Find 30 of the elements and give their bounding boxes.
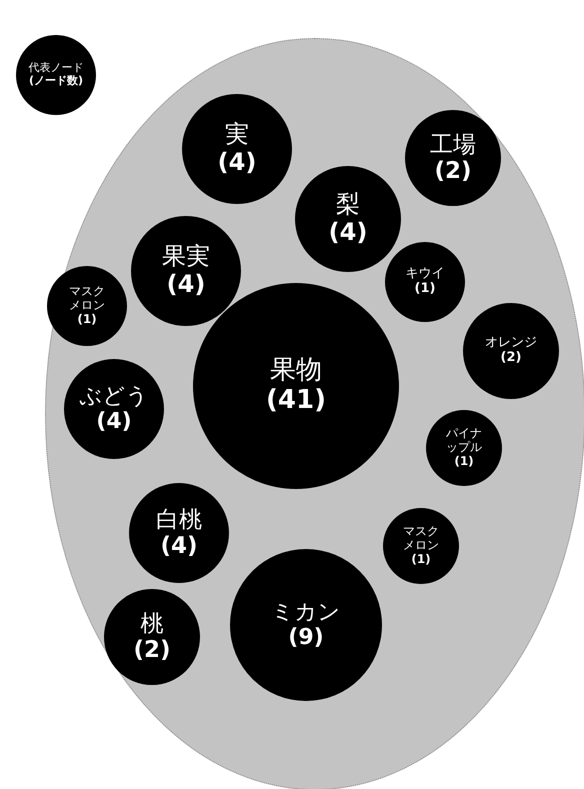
- node-name: パイナップル: [444, 427, 483, 455]
- node-name: 果物: [270, 356, 322, 386]
- node-name: 白桃: [156, 506, 202, 533]
- node-name: マスクメロン: [68, 285, 106, 313]
- node-name: ミカン: [272, 600, 340, 625]
- node-count: (1): [77, 312, 97, 327]
- node-name: オレンジ: [485, 336, 537, 351]
- node-count: (1): [454, 454, 474, 469]
- node-count: (2): [434, 158, 472, 184]
- node-name: マスクメロン: [402, 525, 440, 553]
- node-count: (2): [500, 351, 522, 366]
- node-name: 工場: [430, 132, 476, 158]
- node-count: (2): [133, 637, 171, 664]
- node-count: (ノード数): [28, 75, 84, 88]
- node-name: 梨: [336, 191, 360, 219]
- node-name: 桃: [140, 610, 164, 637]
- node-name: ぶどう: [80, 384, 148, 409]
- node-count: (1): [414, 282, 436, 297]
- node-count: (4): [160, 533, 198, 560]
- node-count: (4): [166, 271, 206, 299]
- node-name: 果実: [162, 243, 210, 271]
- node-count: (4): [328, 219, 368, 247]
- node-count: (9): [288, 625, 324, 650]
- node-count: (41): [266, 386, 326, 416]
- node-name: キウイ: [406, 267, 444, 282]
- node-count: (4): [218, 149, 256, 177]
- node-name: 代表ノード: [28, 62, 84, 75]
- node-count: (1): [411, 552, 431, 567]
- node-count: (4): [96, 409, 132, 434]
- node-name: 実: [225, 121, 249, 149]
